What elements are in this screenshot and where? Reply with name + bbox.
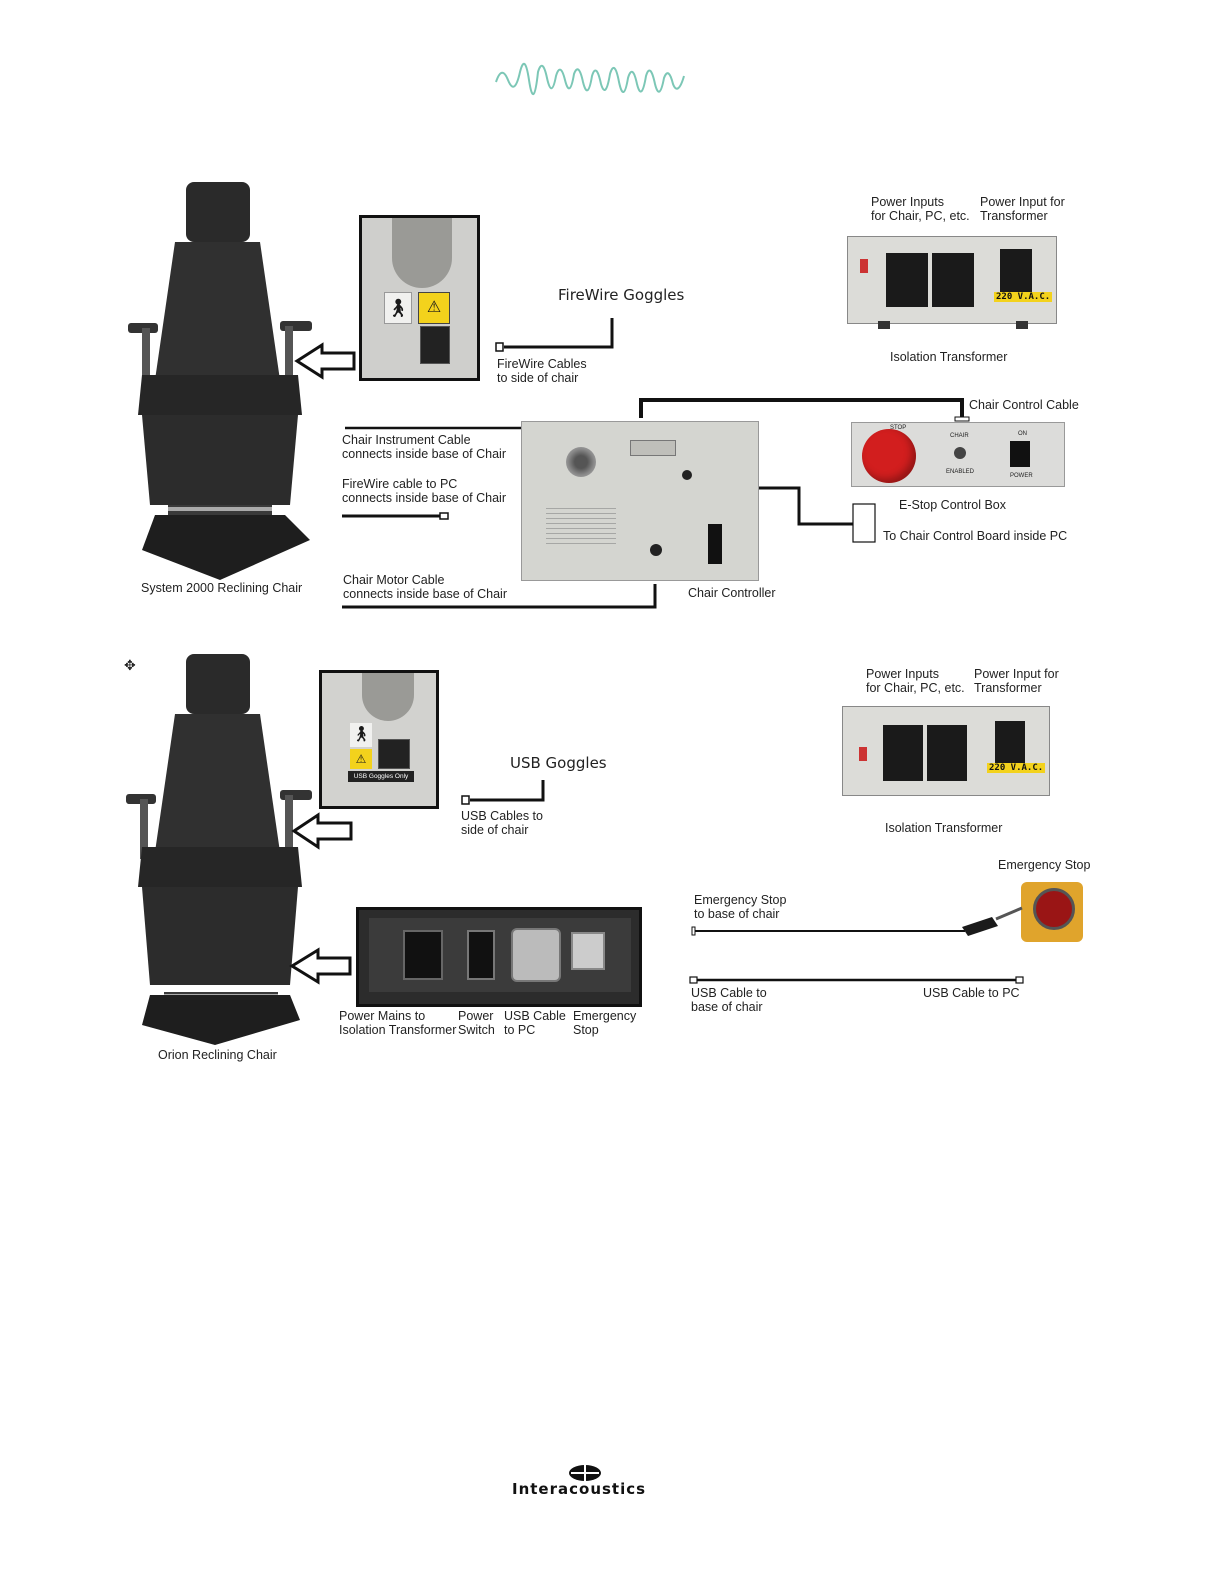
power-inputs-label-1: Power Inputs (866, 667, 939, 681)
arrow-left-icon (294, 815, 351, 847)
arrow-left-icon (292, 950, 350, 982)
goggles-title: USB Goggles (510, 754, 607, 772)
usb-base-label-1: USB Cable to (691, 986, 767, 1000)
power-input-transformer-label-1: Power Input for (974, 667, 1059, 681)
panel-label-usb-2: to PC (504, 1023, 535, 1037)
emergency-stop-label: Emergency Stop (998, 858, 1090, 872)
estop-cable-label-2: to base of chair (694, 907, 779, 921)
usb-pc-label: USB Cable to PC (923, 986, 1020, 1000)
footer-brand: Interacoustics (512, 1480, 646, 1498)
panel-label-power-mains-1: Power Mains to (339, 1009, 425, 1023)
power-input-transformer-label-2: Transformer (974, 681, 1042, 695)
bottom-connector-lines (0, 0, 1224, 1100)
isolation-transformer-label: Isolation Transformer (885, 821, 1002, 835)
panel-label-power-switch-2: Switch (458, 1023, 495, 1037)
panel-label-usb-1: USB Cable (504, 1009, 566, 1023)
panel-label-estop-2: Stop (573, 1023, 599, 1037)
goggle-cable-label-2: side of chair (461, 823, 528, 837)
panel-label-power-mains-2: Isolation Transformer (339, 1023, 456, 1037)
estop-cable-label-1: Emergency Stop (694, 893, 786, 907)
panel-label-estop-1: Emergency (573, 1009, 636, 1023)
chair-label: Orion Reclining Chair (158, 1048, 277, 1062)
power-inputs-label-2: for Chair, PC, etc. (866, 681, 965, 695)
panel-label-power-switch-1: Power (458, 1009, 493, 1023)
goggle-cable-label-1: USB Cables to (461, 809, 543, 823)
usb-base-label-2: base of chair (691, 1000, 763, 1014)
